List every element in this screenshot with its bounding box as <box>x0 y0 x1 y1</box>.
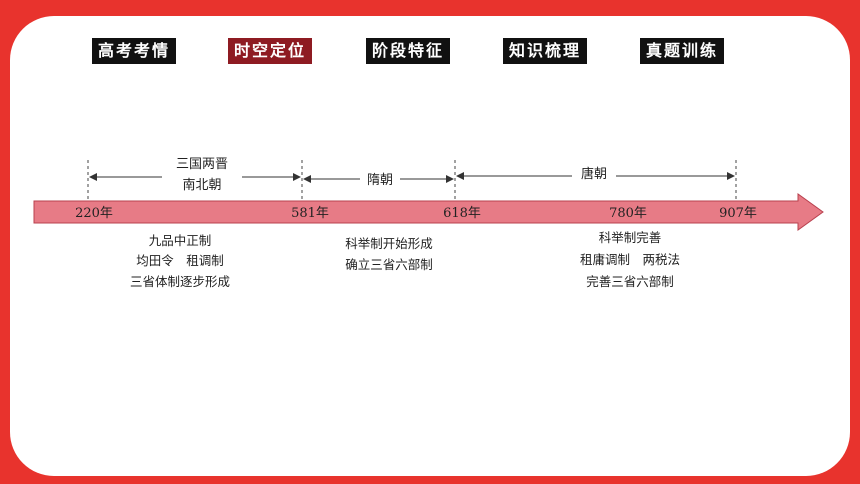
period-label-sui: 隋朝 <box>367 173 393 188</box>
note-three-kingdoms-2: 均田令 租调制 <box>136 253 224 268</box>
note-tang-3: 完善三省六部制 <box>586 274 674 289</box>
tab-stage-features[interactable]: 阶段特征 <box>366 38 451 64</box>
year-581: 581年 <box>291 206 329 221</box>
note-sui-1: 科举制开始形成 <box>345 236 433 251</box>
period-label-three-kingdoms-2: 南北朝 <box>182 177 221 193</box>
year-907: 907年 <box>719 206 757 221</box>
year-780: 780年 <box>609 206 647 221</box>
tab-knowledge-review[interactable]: 知识梳理 <box>503 38 588 64</box>
tab-exam-analysis[interactable]: 高考考情 <box>92 38 177 64</box>
year-220: 220年 <box>75 206 113 221</box>
timeline-arrow <box>33 193 824 231</box>
note-sui-2: 确立三省六部制 <box>345 257 433 272</box>
period-label-three-kingdoms-1: 三国两晋 <box>176 157 228 172</box>
note-tang-1: 科举制完善 <box>599 230 662 245</box>
tab-practice[interactable]: 真题训练 <box>640 38 725 64</box>
tab-bar: 高考考情 时空定位 阶段特征 知识梳理 真题训练 <box>92 38 752 64</box>
note-tang-2: 租庸调制 两税法 <box>580 252 680 267</box>
note-three-kingdoms-1: 九品中正制 <box>149 233 212 248</box>
period-label-tang: 唐朝 <box>581 166 607 182</box>
note-three-kingdoms-3: 三省体制逐步形成 <box>130 274 230 289</box>
content-card <box>10 16 850 476</box>
year-618: 618年 <box>443 206 481 221</box>
tab-time-space[interactable]: 时空定位 <box>228 38 313 64</box>
